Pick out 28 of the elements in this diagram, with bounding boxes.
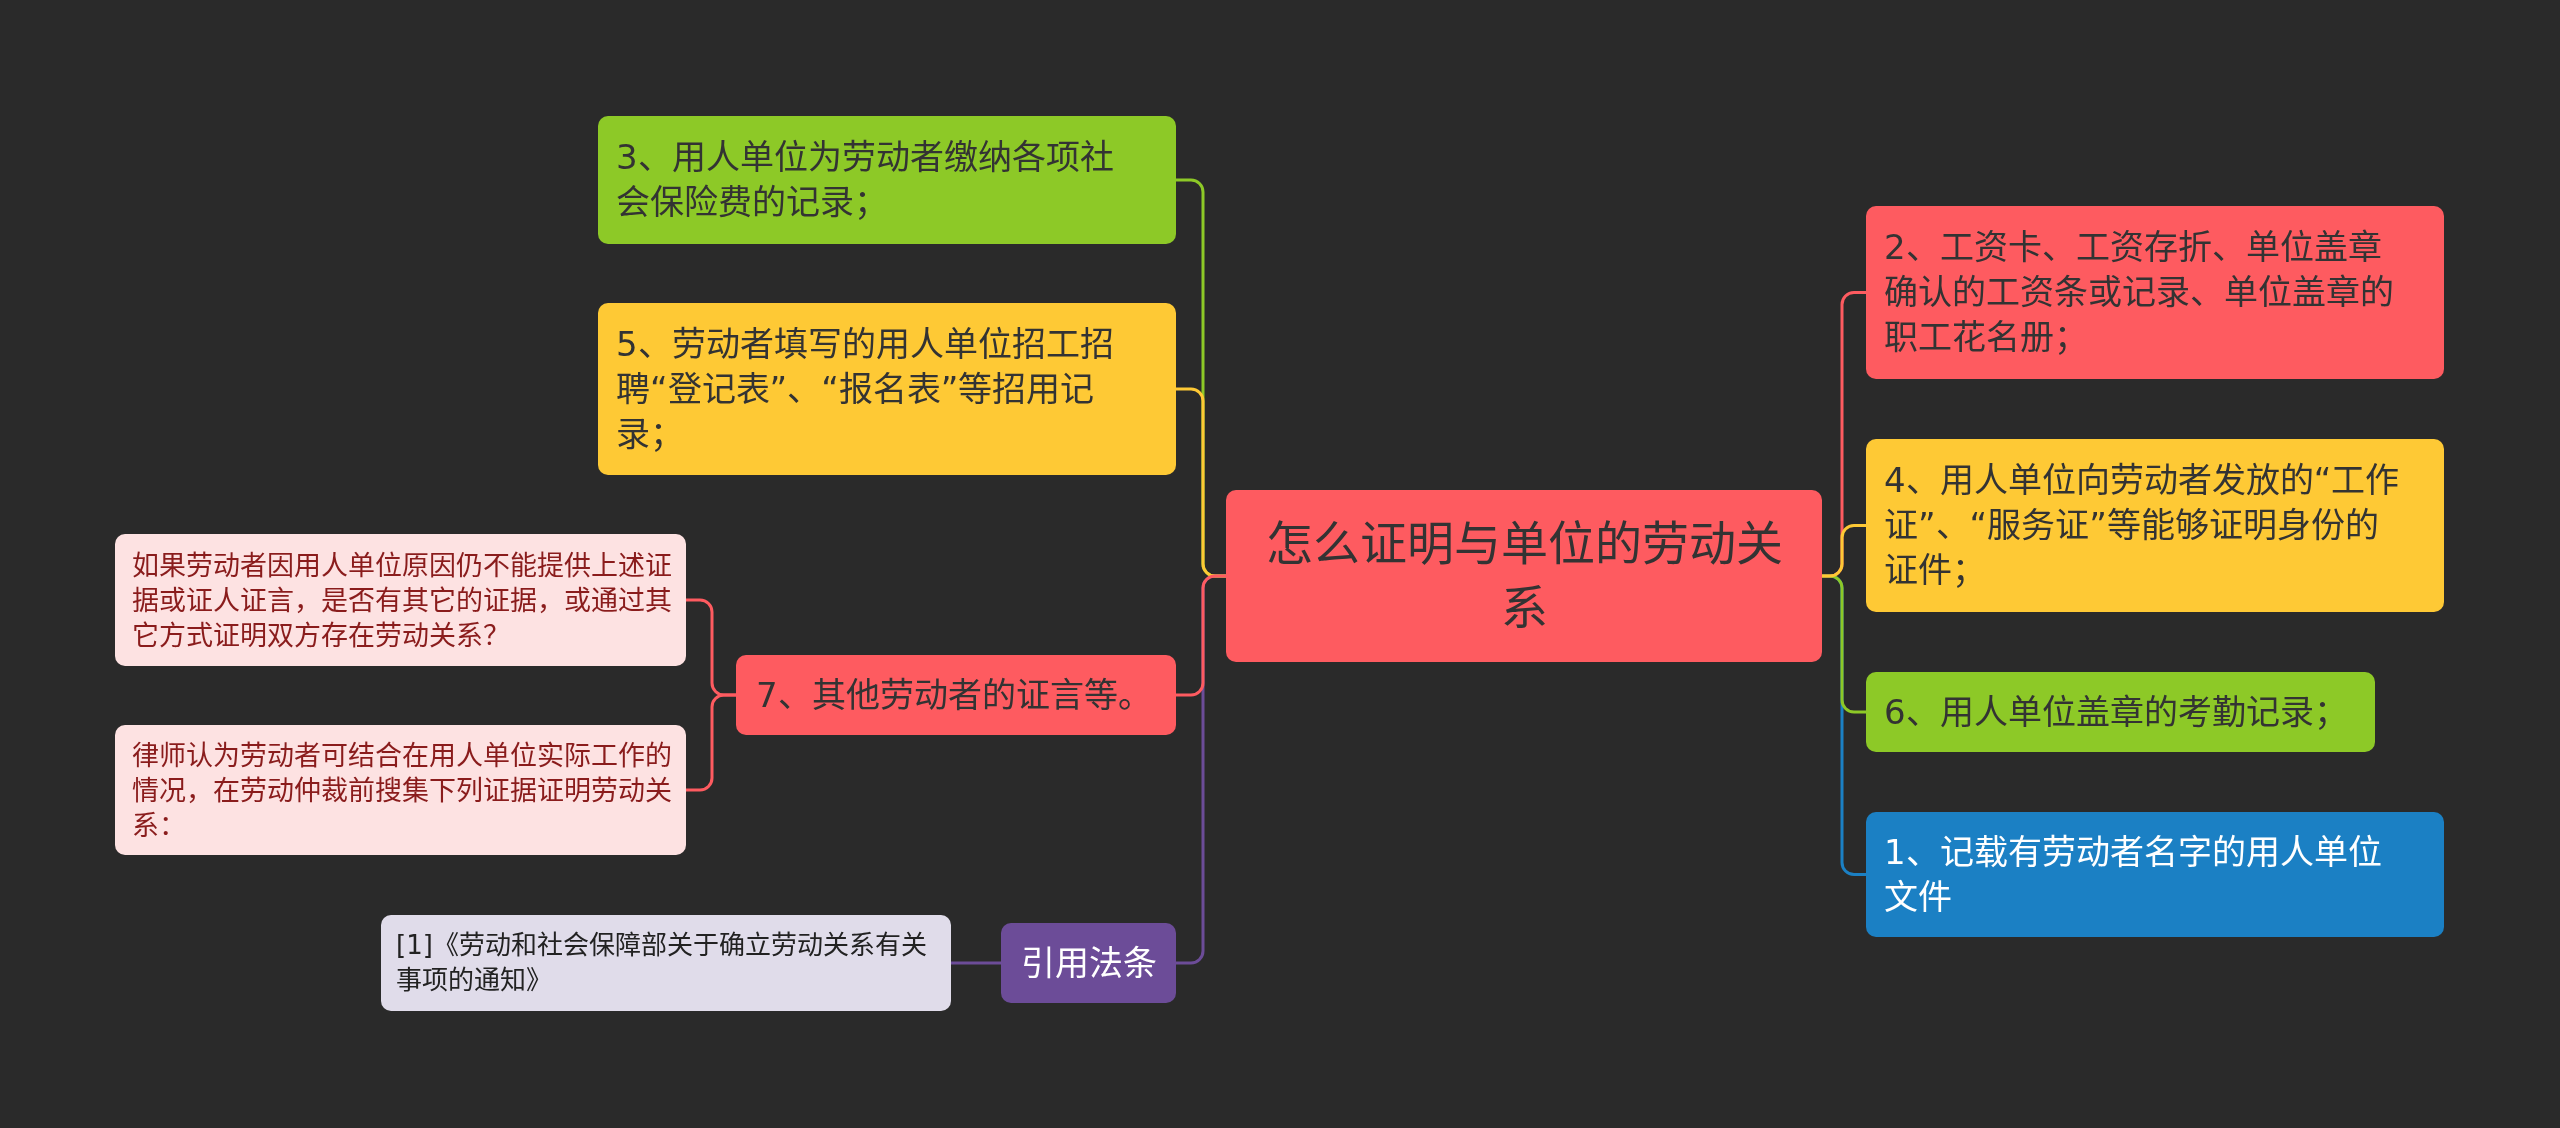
note-text: 如果劳动者因用人单位原因仍不能提供上述证据或证人证言，是否有其它的证据，或通过其它方式证明双方存在劳动关系？: [132, 548, 673, 653]
note-card: [115, 725, 686, 855]
topic-text: 2、工资卡、工资存折、单位盖章确认的工资条或记录、单位盖章的职工花名册；: [1884, 226, 2395, 359]
topic-text: 4、用人单位向劳动者发放的“工作证”、“服务证”等能够证明身份的证件；: [1884, 459, 2401, 592]
topic-card: [598, 303, 1176, 475]
topic-card: [1866, 439, 2444, 612]
topic-card: [1866, 206, 2444, 379]
connector-line: [1822, 524, 1866, 578]
topic-card: [736, 655, 1176, 735]
reference-card: [381, 915, 951, 1011]
note-card: [115, 534, 686, 666]
connector-line: [951, 961, 1001, 965]
topic-text: 3、用人单位为劳动者缴纳各项社会保险费的记录；: [616, 136, 1115, 224]
topic-card: [1866, 812, 2444, 937]
topic-card: [1866, 672, 2375, 752]
connector-line: [686, 693, 736, 792]
topic-card: [1001, 923, 1176, 1003]
topic-text: 6、用人单位盖章的考勤记录；: [1884, 690, 2349, 734]
connector-line: [1176, 574, 1226, 697]
topic-text: 7、其他劳动者的证言等。: [756, 673, 1153, 717]
topic-text: 1、记载有劳动者名字的用人单位文件: [1884, 830, 2383, 919]
central-topic-card: [1226, 490, 1822, 662]
reference-text: [1]《劳动和社会保障部关于确立劳动关系有关事项的通知》: [396, 929, 928, 997]
central-topic-text: 怎么证明与单位的劳动关系: [1264, 515, 1784, 637]
topic-text: 引用法条: [1019, 941, 1158, 985]
topic-card: [598, 116, 1176, 244]
topic-text: 5、劳动者填写的用人单位招工招聘“登记表”、“报名表”等招用记录；: [616, 322, 1115, 456]
note-text: 律师认为劳动者可结合在用人单位实际工作的情况，在劳动仲裁前搜集下列证据证明劳动关系：: [132, 738, 673, 843]
